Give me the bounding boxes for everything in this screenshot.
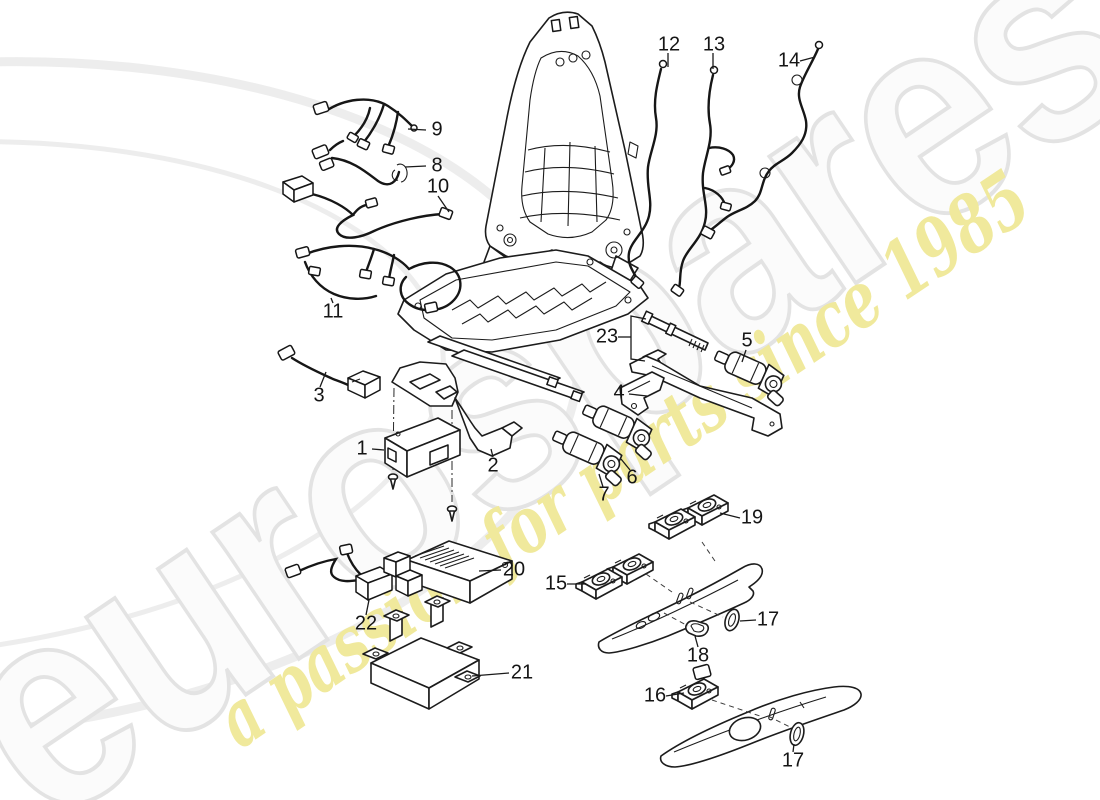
part-label-11: 11 xyxy=(322,300,344,323)
bracket-plate-4 xyxy=(619,371,665,416)
part-label-5: 5 xyxy=(741,329,753,352)
part-label-7: 7 xyxy=(598,483,610,506)
wiring-harness-14 xyxy=(700,40,824,240)
mounting-bracket-2 xyxy=(391,361,523,502)
wiring-harness-8 xyxy=(311,139,408,186)
screw-icon xyxy=(446,505,458,522)
callout-leader-lines xyxy=(319,53,816,753)
switch-15 xyxy=(575,553,654,600)
part-label-8: 8 xyxy=(431,154,443,177)
control-module-20 xyxy=(383,540,513,604)
screw-icon xyxy=(387,473,399,490)
part-label-16: 16 xyxy=(643,684,667,707)
trim-cap-17-lower xyxy=(789,721,805,747)
part-label-15: 15 xyxy=(544,572,568,595)
wiring-harness-22 xyxy=(284,543,393,601)
part-label-19: 19 xyxy=(740,506,764,529)
wiring-harness-13 xyxy=(670,65,736,297)
part-label-18: 18 xyxy=(686,644,710,667)
assembly-alignment-lines xyxy=(645,541,791,728)
part-label-4: 4 xyxy=(613,381,625,404)
part-label-1: 1 xyxy=(356,437,368,460)
cable-3 xyxy=(277,344,381,399)
switch-19 xyxy=(648,494,729,540)
part-label-9: 9 xyxy=(431,118,443,141)
background-swoosh xyxy=(0,57,583,743)
part-label-17-upper: 17 xyxy=(756,608,780,631)
trim-cap-17-upper xyxy=(724,608,740,632)
part-label-10: 10 xyxy=(426,175,450,198)
trim-cap-18 xyxy=(685,620,710,637)
wiring-harness-10 xyxy=(282,175,454,239)
part-label-6: 6 xyxy=(626,466,638,489)
wiring-harness-11 xyxy=(294,244,462,314)
switch-16 xyxy=(671,663,719,710)
seat-cushion-frame xyxy=(397,249,649,403)
mounting-bracket-21 xyxy=(362,595,481,710)
part-label-21: 21 xyxy=(510,661,534,684)
part-label-14: 14 xyxy=(777,49,801,72)
part-label-12: 12 xyxy=(657,33,681,56)
part-label-23: 23 xyxy=(595,325,619,348)
part-label-17-lower: 17 xyxy=(781,749,805,772)
part-label-20: 20 xyxy=(502,558,526,581)
control-module-1 xyxy=(384,417,461,522)
part-label-3: 3 xyxy=(313,384,325,407)
part-label-22: 22 xyxy=(354,612,378,635)
wiring-harness-12 xyxy=(627,59,668,290)
wiring-harness-9 xyxy=(312,98,418,155)
seat-backrest-frame xyxy=(483,11,645,285)
part-label-2: 2 xyxy=(487,454,499,477)
part-label-13: 13 xyxy=(702,33,726,56)
seat-trim-panel-upper xyxy=(597,563,764,654)
